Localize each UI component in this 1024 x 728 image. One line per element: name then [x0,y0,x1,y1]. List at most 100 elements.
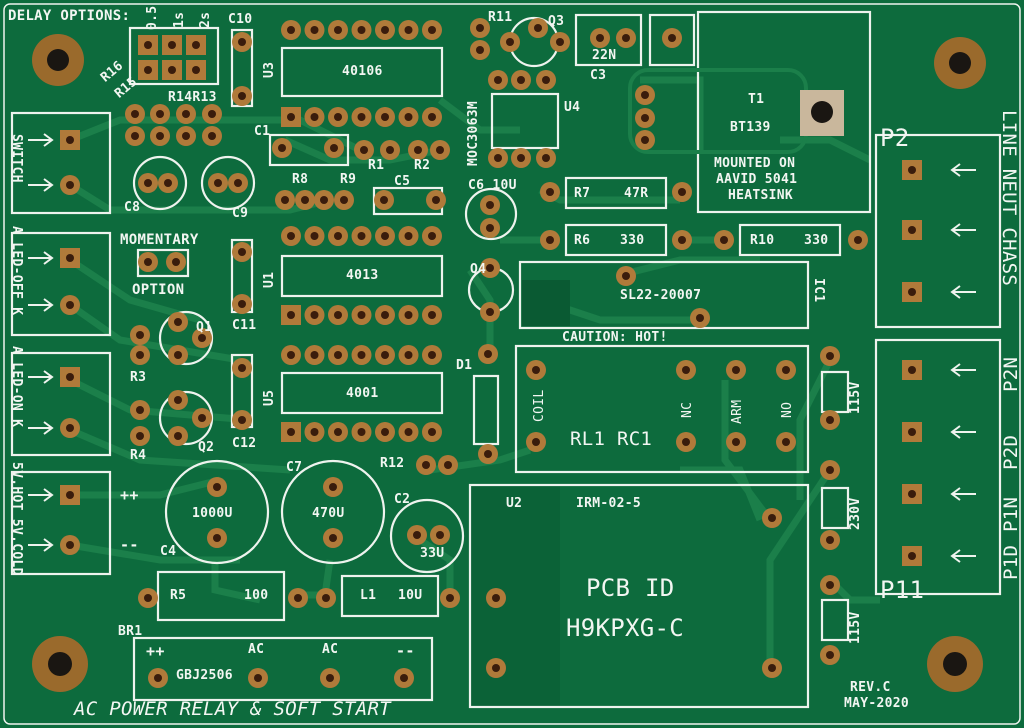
no-label: NO [780,401,795,418]
pad-hole [854,236,862,244]
pad-hole [254,674,262,682]
pad-hole [404,311,413,319]
pad-hole [404,428,413,436]
pad-hole [322,594,330,602]
pad-hole [213,534,221,542]
r8-label: R8 [292,172,309,187]
r7-label: R7 [574,186,591,201]
pad-hole [208,132,216,140]
pad-hole [329,483,337,491]
q4-label: Q4 [470,262,487,277]
pad-hole [494,76,502,84]
pad-hole [144,594,152,602]
p2n-label: P2N [1000,356,1022,392]
caution-label: CAUTION: HOT! [562,330,668,345]
v5-label: 5V,HOT 5V,COLD [9,462,24,576]
pad-hole [400,674,408,682]
pad-hole [428,232,436,240]
pad-hole [182,110,190,118]
pad-hole [357,113,366,121]
ic-4001-label: 4001 [346,386,379,401]
pad-hole [320,196,328,204]
pad-hole [908,428,916,436]
br-minus-label: -- [396,642,415,660]
pad-hole [381,232,389,240]
pcb-id-label: PCB ID [586,574,675,602]
pad-hole [66,254,74,262]
ic-40106-label: 40106 [342,64,383,79]
l1-label: L1 [360,588,377,603]
pad-hole [517,154,525,162]
pad-hole [641,91,649,99]
pad-hole [404,351,413,359]
pad-hole [506,38,514,46]
pad-hole [334,428,342,436]
pad-hole [414,146,422,154]
pad-hole [281,196,289,204]
pad-hole [329,534,337,542]
br-plus-label: ++ [146,642,165,660]
switch-label: SWITCH [9,134,24,183]
pad-hole [66,541,74,549]
pad-hole [381,113,389,121]
r6-label: R6 [574,233,591,248]
c4-label: C4 [160,544,177,559]
pad-hole [287,311,295,319]
pad-hole [546,188,554,196]
c12-label: C12 [232,436,257,451]
pad-hole [826,536,834,544]
arm-label: ARM [730,399,745,424]
pad-hole [428,311,436,319]
pad-hole [908,366,916,374]
pad-hole [357,26,366,34]
r10-label: R10 [750,233,775,248]
pad-hole [164,179,172,187]
pad-hole [386,146,394,154]
plus-label: ++ [120,486,139,504]
pad-hole [428,113,436,121]
pad-hole [234,179,242,187]
r11-label: R11 [488,10,513,25]
r14r13-label: R14R13 [168,90,217,105]
pad-hole [213,483,221,491]
pad-hole [546,236,554,244]
delay-2s-label: 2s [198,11,213,28]
pad-hole [542,76,550,84]
pad-hole [534,24,542,32]
pad-hole [66,301,74,309]
u5-label: U5 [262,389,277,406]
pad-hole [131,110,139,118]
pad-hole [678,188,686,196]
c4-value: 1000U [192,506,233,521]
c8-label: C8 [124,200,141,215]
pad-hole [357,351,366,359]
pad-hole [287,428,295,436]
pad-hole [381,26,389,34]
p1n-label: P1N [1000,496,1022,532]
pad-hole [678,236,686,244]
r3-label: R3 [130,370,147,385]
pad-hole [436,146,444,154]
pad-hole [334,26,342,34]
pad-hole [517,76,525,84]
r10-value: 330 [804,233,829,248]
pad-hole [326,674,334,682]
pad-hole [413,531,421,539]
pad-hole [334,232,342,240]
minus-label: -- [120,536,139,554]
pad-hole [908,226,916,234]
pad-hole [340,196,348,204]
pad-hole [357,428,366,436]
r4-label: R4 [130,448,147,463]
pad-hole [682,366,690,374]
pad-hole [156,110,164,118]
u4-label: U4 [564,100,581,115]
pad-hole [532,438,540,446]
line-neut-chass-label: LINE NEUT CHASS [998,110,1020,287]
date-label: MAY-2020 [844,696,910,711]
u3-label: U3 [262,61,277,78]
pad-hole [182,132,190,140]
pad-hole [404,232,413,240]
led-off-label: A LED-OFF K [9,226,24,316]
delay-options-label: DELAY OPTIONS: [8,8,131,24]
